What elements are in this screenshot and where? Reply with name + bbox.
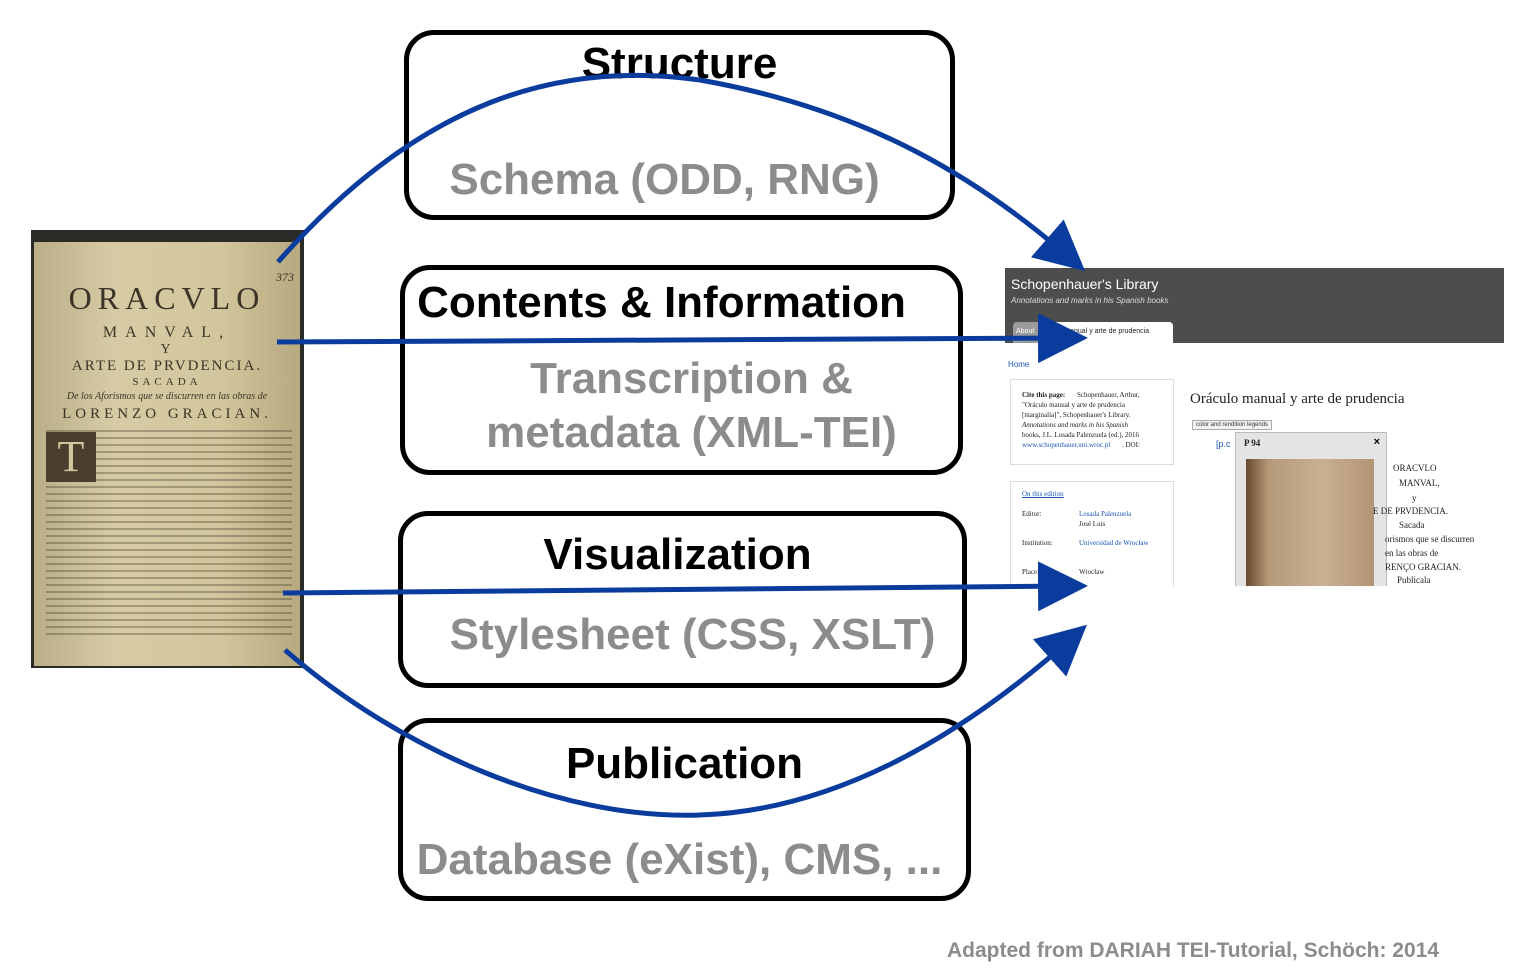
popup-page-scan bbox=[1246, 459, 1374, 586]
institution-label: Institution: bbox=[1022, 539, 1053, 547]
cite-link[interactable]: www.schopenhauer.uni.wroc.pl bbox=[1022, 441, 1111, 449]
legend-button[interactable]: color and rendition legends bbox=[1192, 420, 1273, 430]
site-title: Schopenhauer's Library bbox=[1011, 276, 1159, 292]
transcription-line: MANVAL, bbox=[1399, 478, 1440, 488]
cite-text-1: Schopenhauer, Arthur, bbox=[1077, 391, 1140, 399]
transcription-line: E DE PRVDENCIA. bbox=[1373, 506, 1449, 516]
cite-label: Cite this page: bbox=[1022, 391, 1066, 399]
cite-text-4: Annotations and marks in his Spanish bbox=[1022, 421, 1128, 429]
place-value: Wrocław bbox=[1079, 568, 1105, 576]
contents-box: Contents & Information Transcription & m… bbox=[400, 265, 963, 475]
cite-text-5: books, J.L. Losada Palenzuela (ed.), 201… bbox=[1022, 431, 1140, 439]
arrow-visualization bbox=[282, 561, 1088, 612]
visualization-box: Visualization Stylesheet (CSS, XSLT) bbox=[398, 511, 967, 688]
transcription-line: Publicala bbox=[1397, 575, 1431, 585]
book-title-line5: SACADA bbox=[132, 376, 202, 388]
editor-value[interactable]: Losada Palenzuela bbox=[1079, 510, 1132, 518]
visualization-title: Visualization bbox=[543, 530, 812, 579]
publication-subtitle: Database (eXist), CMS, ... bbox=[416, 835, 943, 884]
transcription-line: Sacada bbox=[1399, 520, 1425, 530]
cite-doi: . DOI: bbox=[1122, 441, 1140, 449]
website-screenshot: Schopenhauer's Library Annotations and m… bbox=[1005, 268, 1504, 586]
credit-text: Adapted from DARIAH TEI-Tutorial, Schöch… bbox=[947, 939, 1439, 962]
book-page-number: 373 bbox=[276, 270, 294, 284]
book-title-line3: Y bbox=[160, 342, 174, 357]
editor-label: Editor: bbox=[1022, 510, 1042, 518]
book-page: 373 ORACVLO MANVAL, Y ARTE DE PRVDENCIA.… bbox=[34, 242, 300, 666]
popup-title: P 94 bbox=[1244, 438, 1261, 448]
visualization-subtitle: Stylesheet (CSS, XSLT) bbox=[449, 610, 936, 659]
tab-oraculo-label: ulo manual y arte de prudencia bbox=[1053, 328, 1150, 335]
structure-subtitle: Schema (ODD, RNG) bbox=[449, 155, 880, 204]
publication-box: Publication Database (eXist), CMS, ... bbox=[398, 718, 971, 901]
contents-subtitle-line1: Transcription & bbox=[530, 354, 853, 403]
edition-link[interactable]: On this edition bbox=[1022, 490, 1064, 498]
transcription-line: ORACVLO bbox=[1393, 463, 1437, 473]
page-title: Oráculo manual y arte de prudencia bbox=[1190, 391, 1405, 407]
book-title-line2: MANVAL, bbox=[102, 324, 232, 341]
arrow-publication bbox=[283, 624, 1087, 818]
book-title-line1: ORACVLO bbox=[68, 280, 266, 316]
arrow-structure bbox=[276, 72, 1086, 272]
cite-text-3: [marginalia]", Schopenhauer's Library. bbox=[1022, 411, 1131, 419]
book-title-line4: ARTE DE PRVDENCIA. bbox=[71, 358, 263, 374]
book-title-line6: De los Aforismos que se discurren en las… bbox=[66, 391, 268, 402]
page-link[interactable]: [p.c bbox=[1216, 439, 1231, 449]
book-title-line7: LORENZO GRACIAN. bbox=[62, 406, 272, 422]
edition-panel bbox=[1010, 481, 1174, 586]
institution-value[interactable]: Universidad de Wrocław bbox=[1079, 539, 1149, 547]
tab-about-label: About bbox=[1016, 328, 1035, 335]
breadcrumb-home[interactable]: Home bbox=[1008, 360, 1030, 369]
book-dropcap: T bbox=[46, 432, 96, 482]
book-scan-image: 373 ORACVLO MANVAL, Y ARTE DE PRVDENCIA.… bbox=[31, 230, 304, 668]
transcription-line: RENÇO GRACIAN. bbox=[1385, 562, 1462, 572]
site-subtitle: Annotations and marks in his Spanish boo… bbox=[1011, 296, 1169, 305]
popup-close-icon[interactable]: × bbox=[1373, 436, 1380, 448]
transcription-line: orismos que se discurren bbox=[1385, 534, 1475, 544]
contents-subtitle-line2: metadata (XML-TEI) bbox=[486, 408, 897, 457]
cite-panel bbox=[1010, 379, 1174, 465]
publication-title: Publication bbox=[565, 739, 804, 788]
transcription-line: y bbox=[1412, 493, 1417, 503]
editor-value-2: José Luis bbox=[1079, 520, 1106, 528]
contents-title: Contents & Information bbox=[417, 278, 906, 327]
transcription-line: en las obras de bbox=[1385, 548, 1439, 558]
arrow-contents bbox=[276, 313, 1088, 364]
page-image-popup: P 94 × bbox=[1235, 432, 1387, 586]
site-header: Schopenhauer's Library Annotations and m… bbox=[1005, 268, 1504, 343]
cite-text-2: "Oráculo manual y arte de prudencia bbox=[1022, 401, 1125, 409]
place-label: Place: bbox=[1022, 568, 1040, 576]
